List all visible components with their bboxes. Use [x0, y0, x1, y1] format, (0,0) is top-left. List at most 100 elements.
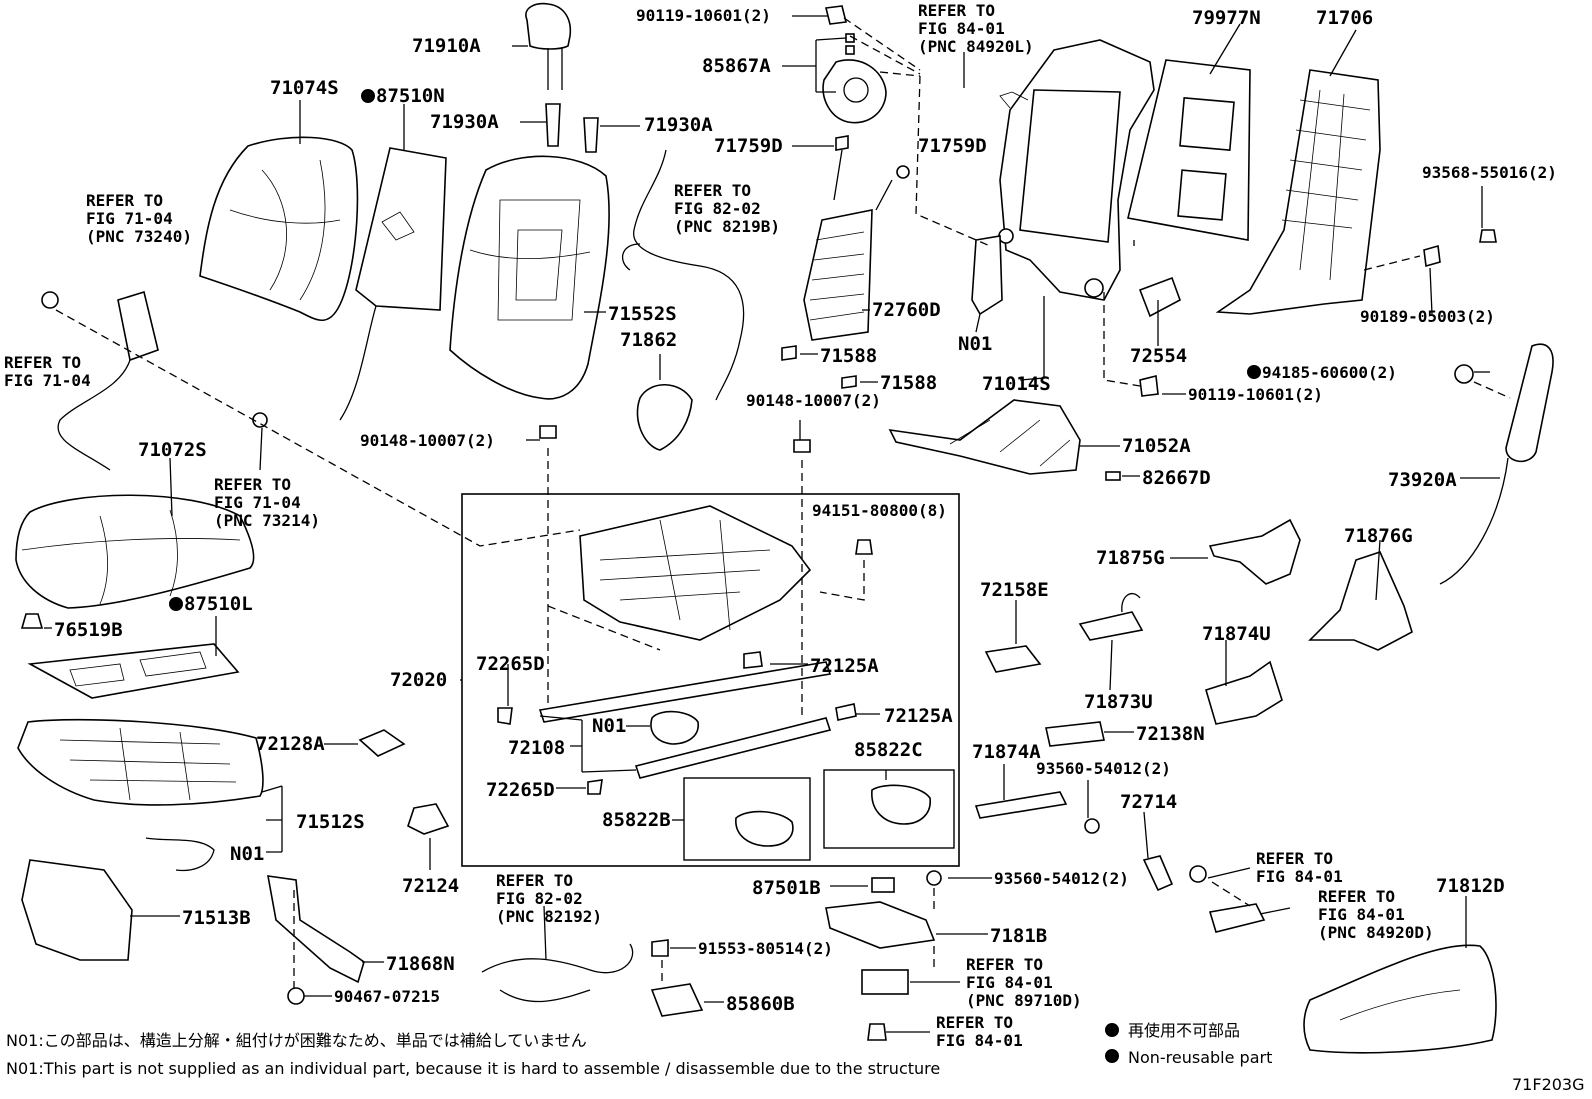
cover-72138N-drawing — [1045, 721, 1105, 747]
svg-text:REFER TO: REFER TO — [496, 871, 573, 890]
svg-text:REFER TO: REFER TO — [918, 1, 995, 20]
part-label-93560-a: 93560-54012(2) — [1036, 759, 1171, 778]
seat-adjuster-drawing — [538, 505, 832, 779]
cover-71812D-drawing — [1303, 944, 1497, 1054]
part-label-85860B: 85860B — [726, 993, 795, 1015]
svg-text:(PNC 89710D): (PNC 89710D) — [966, 991, 1082, 1010]
part-label-87510L: 87510L — [184, 593, 253, 615]
part-label-71759D-left: 71759D — [714, 135, 783, 157]
cover-71862-drawing — [636, 384, 693, 451]
svg-text:FIG 84-01: FIG 84-01 — [1318, 905, 1405, 924]
part-label-94151: 94151-80800(8) — [812, 501, 947, 520]
part-label-71862: 71862 — [620, 329, 677, 351]
svg-text:REFER TO: REFER TO — [1256, 849, 1333, 868]
cushion-front-drawing — [21, 859, 133, 961]
legend-jp: 再使用不可部品 — [1128, 1021, 1240, 1040]
recliner-drawing — [822, 33, 887, 124]
svg-text:(PNC 84920L): (PNC 84920L) — [918, 37, 1034, 56]
part-label-72554: 72554 — [1130, 345, 1187, 367]
part-label-72128A: 72128A — [256, 733, 325, 755]
part-label-7181B: 7181B — [990, 925, 1047, 947]
motor-85822C-box — [823, 769, 955, 849]
bracket-72554-drawing — [1138, 276, 1181, 318]
harness-82192-drawing — [481, 943, 634, 1003]
part-label-71876G: 71876G — [1344, 525, 1413, 547]
cushion-harness-drawing — [145, 837, 215, 872]
nut-94185-drawing — [1454, 364, 1474, 384]
seatback-board-drawing — [1215, 69, 1381, 315]
seatback-cover-drawing — [199, 136, 359, 321]
part-label-N01-frame: N01 — [958, 333, 992, 355]
clip-72125A-drawing — [743, 651, 857, 721]
headrest-guide-drawing — [545, 103, 599, 153]
clip-71588-drawing — [781, 345, 857, 389]
svg-text:REFER TO: REFER TO — [966, 955, 1043, 974]
non-reusable-bullet-icon — [361, 89, 375, 103]
svg-text:REFER TO: REFER TO — [86, 191, 163, 210]
frame-motor-drawing — [971, 235, 1003, 316]
part-label-87501B: 87501B — [752, 877, 821, 899]
part-label-79977N: 79977N — [1192, 7, 1261, 29]
refer-to-73240: REFER TO FIG 71-04 (PNC 73240) — [86, 191, 192, 246]
part-label-71759D-right: 71759D — [918, 135, 987, 157]
svg-text:FIG 71-04: FIG 71-04 — [4, 371, 91, 390]
part-label-72265D-a: 72265D — [476, 653, 545, 675]
part-label-71512S: 71512S — [296, 811, 365, 833]
svg-text:REFER TO: REFER TO — [4, 353, 81, 372]
clip-72265D-drawing — [497, 707, 603, 795]
svg-text:FIG 82-02: FIG 82-02 — [674, 199, 761, 218]
part-label-71706: 71706 — [1316, 7, 1373, 29]
part-label-71588-b: 71588 — [880, 372, 937, 394]
part-label-71812D: 71812D — [1436, 875, 1505, 897]
clip-93568-drawing — [1423, 229, 1497, 268]
clip-71759D-drawing — [835, 135, 910, 179]
refer-to-84920D: REFER TO FIG 84-01 (PNC 84920D) — [1318, 887, 1434, 942]
cushion-cover-drawing — [15, 494, 255, 609]
leader-lines — [44, 15, 1500, 1033]
refer-to-84920L: REFER TO FIG 84-01 (PNC 84920L) — [918, 1, 1034, 56]
svg-text:(PNC 8219B): (PNC 8219B) — [674, 217, 780, 236]
part-label-90189: 90189-05003(2) — [1360, 307, 1495, 326]
motor-85822B-box — [683, 777, 811, 861]
svg-text:FIG 71-04: FIG 71-04 — [214, 493, 301, 512]
part-label-72125A-b: 72125A — [884, 705, 953, 727]
cover-87501B-drawing — [871, 877, 895, 893]
refer-to-89710D: REFER TO FIG 84-01 (PNC 89710D) — [966, 955, 1082, 1010]
part-label-71930A-left: 71930A — [430, 111, 499, 133]
refer-to-84-01-a: REFER TO FIG 84-01 — [1256, 849, 1343, 886]
part-label-91553: 91553-80514(2) — [698, 939, 833, 958]
tube-73920A-drawing — [1439, 343, 1554, 585]
svg-text:REFER TO: REFER TO — [214, 475, 291, 494]
ecu-89710D-drawing — [861, 969, 909, 995]
svg-text:REFER TO: REFER TO — [936, 1013, 1013, 1032]
part-label-72760D: 72760D — [872, 299, 941, 321]
clip-73240-drawing — [41, 290, 159, 471]
svg-text:FIG 82-02: FIG 82-02 — [496, 889, 583, 908]
dashed-lines — [55, 17, 1511, 990]
lumbar-support-drawing — [803, 149, 893, 341]
part-label-72020: 72020 — [390, 669, 447, 691]
nut-84-01-drawing — [1189, 865, 1207, 883]
bracket-71874U-drawing — [1205, 660, 1283, 725]
heater-pad-drawing — [339, 147, 447, 421]
refer-to-84-01-b: REFER TO FIG 84-01 — [936, 1013, 1023, 1050]
part-label-85822B: 85822B — [602, 809, 671, 831]
cover-72158E-drawing — [984, 645, 1042, 673]
part-label-72108: 72108 — [508, 737, 565, 759]
svg-text:FIG 84-01: FIG 84-01 — [918, 19, 1005, 38]
bolt-90119-drawing — [1139, 375, 1159, 397]
refer-to-82192: REFER TO FIG 82-02 (PNC 82192) — [496, 871, 602, 926]
lower-frame-drawing — [888, 399, 1081, 475]
part-label-90467: 90467-07215 — [334, 987, 440, 1006]
svg-text:(PNC 73240): (PNC 73240) — [86, 227, 192, 246]
part-label-72125A-a: 72125A — [810, 655, 879, 677]
bolt-91553-drawing — [651, 939, 669, 957]
part-label-71588-a: 71588 — [820, 345, 877, 367]
clip-72128A-drawing — [358, 729, 406, 757]
clip-76519B-drawing — [20, 613, 44, 629]
clip-72124-drawing — [407, 803, 450, 835]
figure-id: 71F203G — [1512, 1075, 1585, 1094]
non-reusable-bullet-icon — [1105, 1049, 1119, 1063]
part-label-71873U: 71873U — [1084, 691, 1153, 713]
